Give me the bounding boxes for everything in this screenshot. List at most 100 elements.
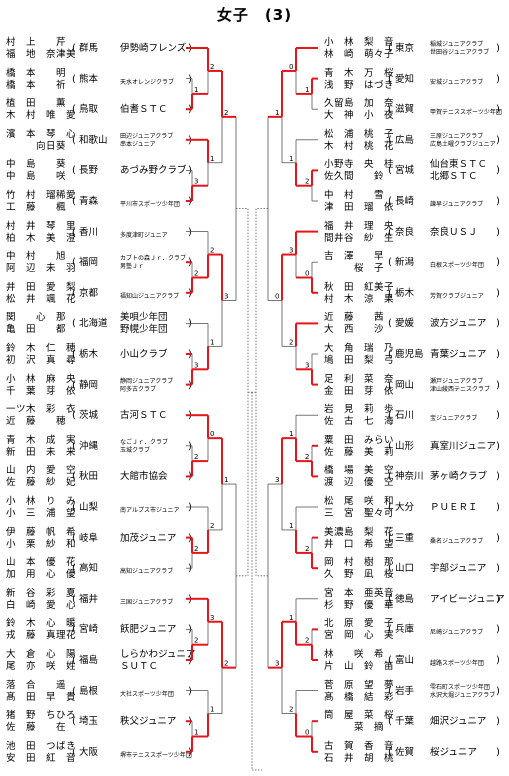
right-entry: 中 村 雪津 田 瑠 依(長崎諫早ジュニアクラブ) [0,187,509,220]
prefecture: 三重 [395,532,415,544]
open-paren: ( [72,73,76,85]
open-paren: ( [388,685,392,697]
right-score: 2 [305,178,309,186]
player-name: 桜 子 [324,263,385,275]
club-name-line: 美唄少年団 [120,312,168,324]
player-name: 片 山 鈴 笛 [324,661,395,672]
club-name: 小山クラブ [120,349,168,360]
close-paren: ) [188,502,192,513]
prefecture: 宮崎 [79,624,99,636]
open-paren: ( [72,563,76,575]
left-entry: 村 井 琴 里柏 木 美 澄(香川多度津町ジュニア) [0,218,509,251]
left-entry: 鈴 木 心 暖戎 藤 真理花(宮崎飫肥ジュニア) [0,615,509,648]
close-paren: ) [496,104,500,116]
close-paren: ) [496,471,500,483]
prefecture: 茨城 [79,410,99,422]
player-name: 林 咲 希 [324,649,385,660]
club-name: 安城ジュニアクラブ [430,78,484,86]
club-name: 美唄少年団野幌少年団 [120,312,168,336]
club-name: 伊勢崎フレンズ [120,43,187,54]
player-name: 山 本 優 花 [6,557,77,569]
club-name: 宇部ジュニア [430,563,487,575]
close-paren: ) [496,593,500,605]
club-name: 白根スポーツ少年団 [430,262,484,270]
player-name: 菜 摘 [324,722,385,734]
player-name: 濱 本 琴 心 [6,128,77,140]
player-name: 一ツ木 彩 衣 [6,404,77,416]
prefecture: 京都 [79,287,99,299]
player-name: 亀 田 都 [6,324,67,336]
player-name: 加 用 心 優 [6,569,77,581]
close-paren: ) [496,226,500,238]
open-paren: ( [72,318,76,330]
right-score: 3 [275,476,279,484]
player-name: 中 村 旭 [6,251,67,263]
close-paren: ) [496,716,500,728]
prefecture: 千葉 [395,716,415,728]
right-entry: 吉 澤 早 桜 子(新潟白根スポーツ少年団) [0,248,509,281]
club-name-line: カブトの森Ｊｒ．クラブ [120,255,187,263]
open-paren: ( [72,624,76,636]
right-score: 3 [289,247,293,255]
prefecture: 静岡 [79,379,99,391]
close-paren: ) [188,685,192,697]
club-name-line: なごＪｒ．クラブ [120,438,169,446]
prefecture: 秋田 [79,471,99,483]
player-name: 佐 古 七 海 [324,416,395,428]
player-name: 津 田 瑠 依 [324,202,395,213]
player-name: 植 田 薫 [6,98,67,110]
open-paren: ( [72,165,76,177]
open-paren: ( [388,134,392,146]
player-name: 宮 岡 心 実 [324,630,395,642]
club-name: 南アルプス市ジュニア [120,507,180,514]
player-name: 青 木 万 桜 [324,67,395,79]
player-name: 落 合 遥 [6,679,67,691]
left-score: 3 [224,292,228,300]
player-name: 佐久間 鈴 [324,171,385,183]
player-name: 竹 村 瑠稀愛 [6,190,77,201]
open-paren: ( [72,43,76,54]
club-name: あづみ野クラブ [120,165,187,177]
club-name: 瀬戸ジュニアクラブ津山綾西テニスクラブ [430,378,490,394]
player-name: 福 地 奈津美 [6,49,77,60]
player-name: 佐 藤 紗 妃 [6,477,77,489]
right-entry: 菅 原 望 夢髙 橋 結 彩(岩手雫石町スポーツ少年団水沢大堀ジュニアクラブ) [0,677,509,710]
club-name: 尼崎ジュニアクラブ [430,629,484,637]
club-name: 越路スポーツ少年団 [430,660,484,667]
player-name: 佐 藤 在 [6,722,67,734]
open-paren: ( [72,593,76,605]
player-name: 伊 藤 帆 希 [6,526,77,538]
close-paren: ) [496,655,500,666]
right-score: 0 [305,729,309,737]
close-paren: ) [496,532,500,544]
right-entry: 近 藤 茜大 西 沙(愛媛波方ジュニア) [0,309,509,342]
club-name: 宝ジュニアクラブ [430,415,478,423]
left-score: 2 [210,522,214,530]
right-score: 2 [305,453,309,461]
right-score: 1 [289,614,293,622]
open-paren: ( [388,226,392,238]
player-name: 粟 田 みらい [324,434,395,446]
close-paren: ) [496,379,500,391]
player-name: 杉 野 優 華 [324,599,395,611]
club-name-line: 静岡ジュニアクラブ [120,377,174,385]
club-name-line: 阿多古クラブ [120,385,157,393]
player-name: 大 倉 心 陽 [6,649,77,660]
close-paren: ) [188,73,192,85]
club-name: 福知山ジュニアクラブ [120,292,180,300]
prefecture: 鳥取 [79,104,99,116]
right-score: 1 [305,86,309,94]
left-score: 1 [224,476,228,484]
player-name: 佐 藤 美 莉 [324,446,395,458]
open-paren: ( [388,502,392,513]
player-name: 近 藤 茜 [324,312,385,324]
player-name: 戎 藤 真理花 [6,630,77,642]
left-score: 1 [210,338,214,346]
left-score: 2 [210,63,214,71]
club-name-line: 広島土曜クラブジュニア [430,140,496,148]
left-entry: 関 心 那亀 田 都(北海道美唄少年団野幌少年団) [0,309,509,342]
close-paren: ) [188,165,192,177]
open-paren: ( [388,532,392,544]
club-name: 桜ジュニア [430,746,477,758]
player-name: 中 村 雪 [324,190,385,201]
